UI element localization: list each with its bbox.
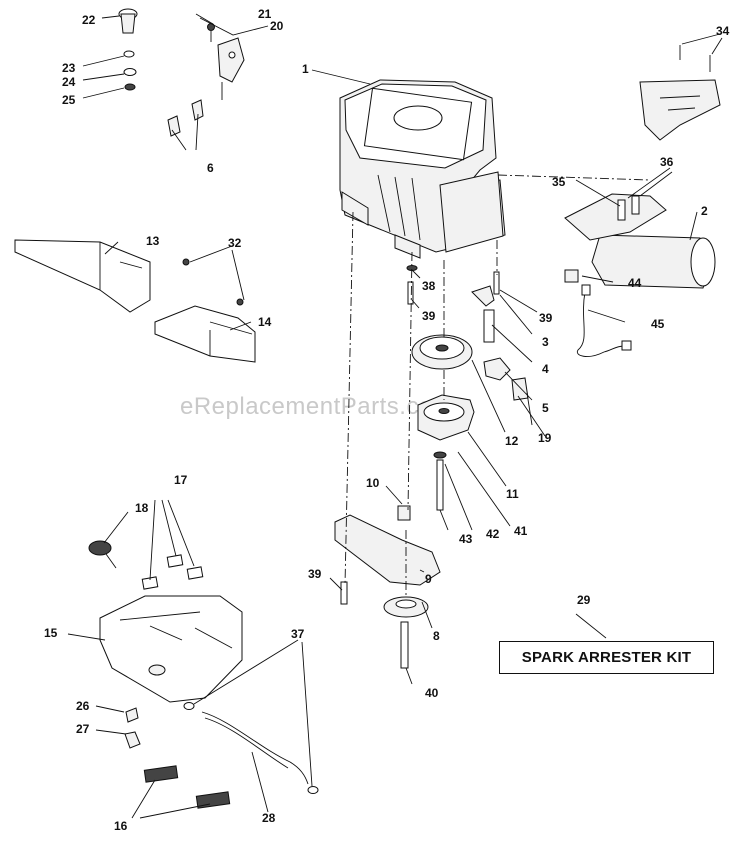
callout-24: 24 [62,75,76,89]
callout-23: 23 [62,61,76,75]
leader-lines [67,13,723,819]
callout-12: 12 [505,434,519,448]
callout-27: 27 [76,722,90,736]
callout-2: 2 [701,204,708,218]
callout-42: 42 [486,527,500,541]
callout-37: 37 [291,627,305,641]
fasteners-drawing [340,45,711,669]
watermark: eReplacementParts.com [180,393,454,420]
callout-11: 11 [506,487,519,501]
callout-40: 40 [425,686,439,700]
clips-drawing [167,99,204,137]
spark-arrester-kit-box: SPARK ARRESTER KIT [499,641,714,674]
alignment-lines [344,174,651,595]
callout-39-upper: 39 [422,309,436,323]
callout-4: 4 [542,362,549,376]
callout-43: 43 [459,532,473,546]
deck-drawing [88,540,319,809]
callout-38: 38 [422,279,436,293]
callout-5: 5 [542,401,549,415]
callout-17: 17 [174,473,188,487]
callout-44: 44 [628,276,642,290]
callout-29: 29 [577,593,591,607]
callout-36: 36 [660,155,674,169]
fittings-drawing [471,285,529,401]
callout-26: 26 [76,699,90,713]
callout-28: 28 [262,811,276,825]
sensor-drawing [564,269,632,357]
callout-9: 9 [425,572,432,586]
callout-13: 13 [146,234,160,248]
callout-39-right: 39 [539,311,553,325]
bracket-drawing [207,23,245,100]
drive-drawing [334,334,475,618]
callout-8: 8 [433,629,440,643]
callout-labels: 1 2 3 4 5 6 8 9 10 11 12 13 14 15 16 17 … [44,7,730,833]
callout-39-lower: 39 [308,567,322,581]
callout-22: 22 [82,13,96,27]
callout-21: 21 [258,7,272,21]
callout-32: 32 [228,236,242,250]
callout-1: 1 [302,62,309,76]
engine-drawing [339,79,506,259]
spark-arrester-kit-label: SPARK ARRESTER KIT [521,649,692,666]
callout-35: 35 [552,175,566,189]
callout-15: 15 [44,626,58,640]
callout-25: 25 [62,93,76,107]
callout-19: 19 [538,431,552,445]
callout-45: 45 [651,317,665,331]
callout-10: 10 [366,476,380,490]
callout-18: 18 [135,501,149,515]
callout-41: 41 [514,524,528,538]
callout-16: 16 [114,819,128,833]
callout-20: 20 [270,19,284,33]
plates-drawing [14,239,256,363]
callout-6: 6 [207,161,214,175]
callout-3: 3 [542,335,549,349]
callout-34: 34 [716,24,730,38]
muffler-drawing [564,79,721,289]
callout-14: 14 [258,315,272,329]
knob-drawing [118,8,138,91]
